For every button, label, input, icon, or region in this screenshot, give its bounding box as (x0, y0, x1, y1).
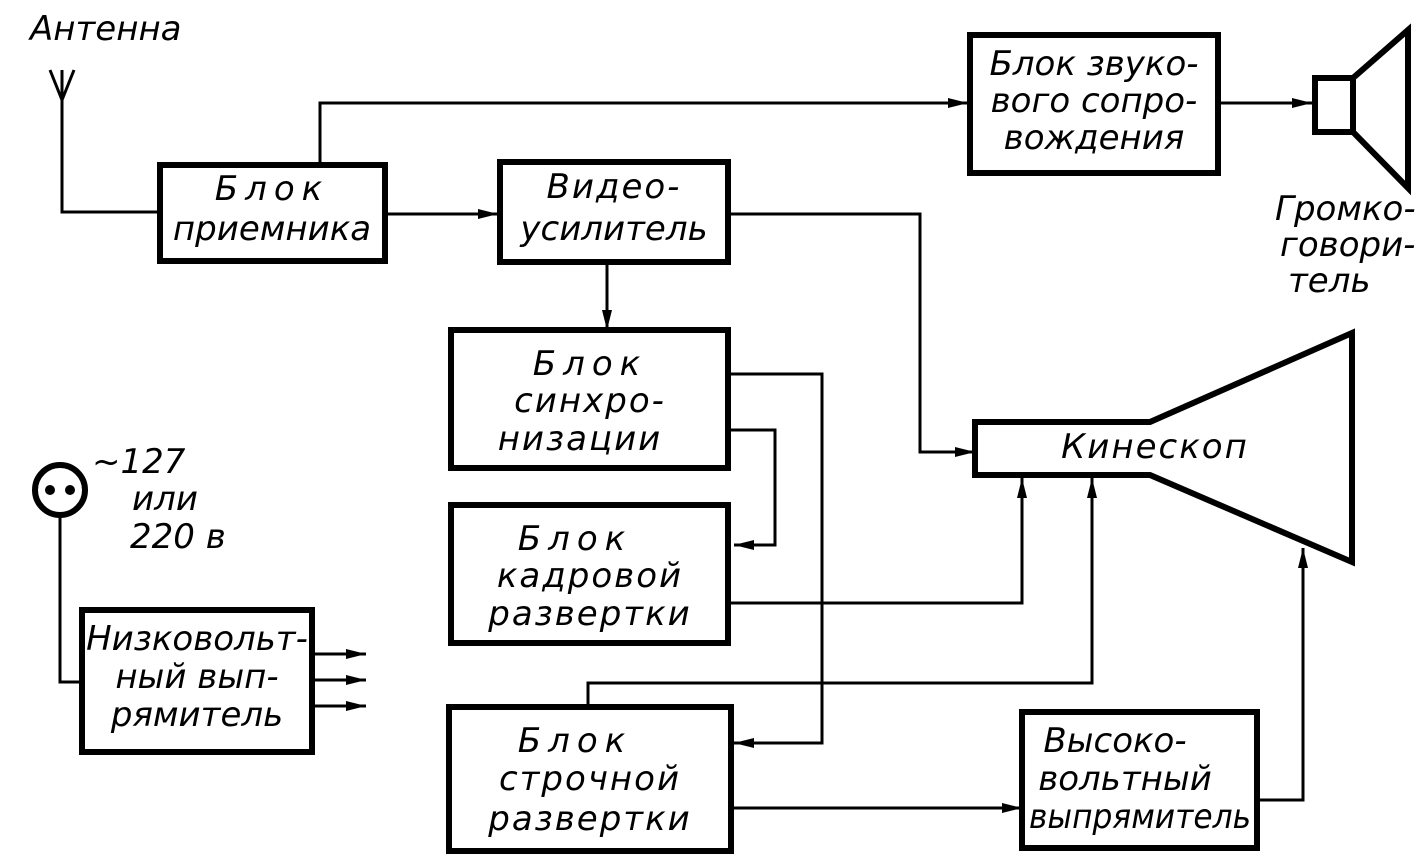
svg-text:тель: тель (1288, 261, 1371, 301)
svg-text:развертки: развертки (487, 799, 691, 839)
svg-text:вождения: вождения (1004, 118, 1185, 158)
sound-block: Блок звуко- вого сопро- вождения (967, 32, 1221, 176)
svg-text:Блок: Блок (518, 519, 632, 559)
receiver-block: Блок приемника (157, 162, 388, 264)
video-amplifier-block: Видео- усилитель (497, 159, 731, 265)
svg-text:Блок: Блок (215, 169, 329, 209)
svg-text:Громко-: Громко- (1275, 189, 1416, 229)
svg-text:Высоко-: Высоко- (1043, 721, 1186, 761)
svg-text:220 в: 220 в (130, 517, 226, 557)
svg-text:вого сопро-: вого сопро- (991, 81, 1198, 121)
speaker-label: Громко- говори- тель (1275, 189, 1416, 301)
kinescope: Кинескоп (972, 328, 1355, 567)
svg-text:говори-: говори- (1280, 225, 1415, 265)
loudspeaker-icon (1312, 23, 1411, 196)
svg-text:Видео-: Видео- (547, 167, 682, 207)
svg-text:или: или (132, 479, 198, 519)
antenna-icon (48, 69, 76, 101)
svg-text:~127: ~127 (92, 442, 186, 482)
svg-text:усилитель: усилитель (519, 209, 707, 249)
svg-text:низации: низации (498, 419, 663, 459)
svg-text:Блок: Блок (518, 721, 632, 761)
svg-text:кадровой: кадровой (497, 556, 683, 596)
svg-text:приемника: приемника (173, 209, 371, 249)
signal-wires (58, 98, 1312, 813)
svg-text:вольтный: вольтный (1038, 759, 1212, 799)
high-voltage-rectifier-block: Высоко- вольтный выпрямитель (1019, 709, 1260, 851)
low-voltage-rectifier-block: Низковольт- ный вып- рямитель (79, 607, 315, 755)
mains-voltage-label: ~127 или 220 в (92, 442, 226, 557)
line-scan-block: Блок строчной развертки (446, 704, 734, 854)
sync-block: Блок синхро- низации (448, 327, 731, 471)
svg-text:выпрямитель: выпрямитель (1029, 797, 1251, 837)
svg-text:Кинескоп: Кинескоп (1061, 427, 1249, 467)
svg-text:Низковольт-: Низковольт- (86, 619, 308, 659)
antenna-label: Антенна (28, 9, 182, 49)
svg-text:Блок звуко-: Блок звуко- (989, 44, 1198, 84)
power-socket-icon (32, 462, 88, 518)
frame-scan-block: Блок кадровой развертки (448, 502, 731, 646)
svg-text:рямитель: рямитель (110, 695, 283, 735)
svg-text:ный вып-: ный вып- (115, 657, 278, 697)
svg-text:синхро-: синхро- (514, 381, 666, 421)
svg-text:Блок: Блок (533, 344, 647, 384)
svg-text:развертки: развертки (487, 594, 691, 634)
svg-text:строчной: строчной (499, 759, 681, 799)
